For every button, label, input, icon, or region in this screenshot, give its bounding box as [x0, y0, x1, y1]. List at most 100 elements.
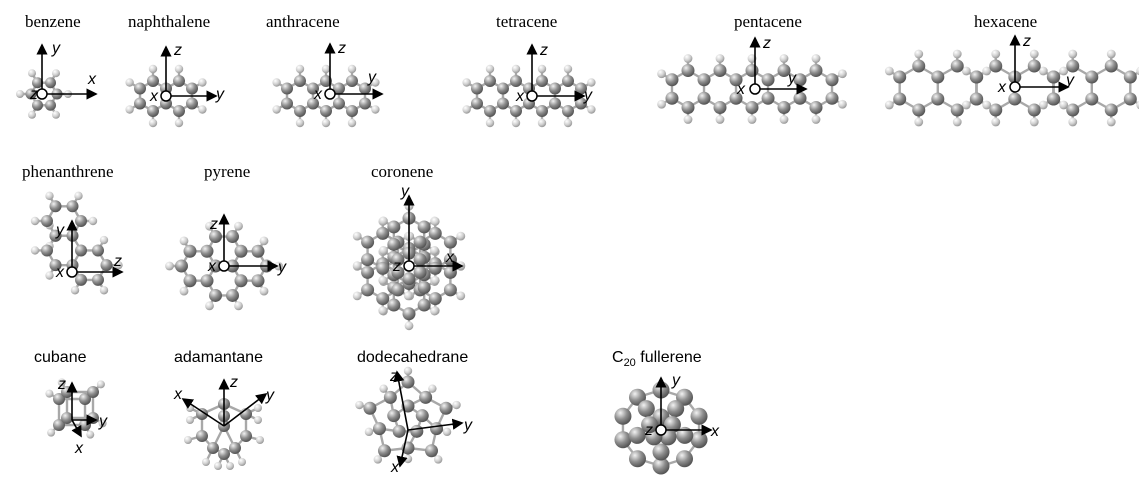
- phenanthrene-carbon-atom: [49, 229, 62, 242]
- hexacene-hydrogen-atom: [991, 49, 1001, 59]
- coronene-carbon-atom: [443, 235, 457, 249]
- anthracene-hydrogen-atom: [371, 105, 380, 114]
- hexacene-hydrogen-atom: [1068, 117, 1078, 127]
- pentacene-label: pentacene: [734, 12, 802, 31]
- phenanthrene-carbon-atom: [66, 200, 79, 213]
- tetracene-carbon-atom: [471, 97, 484, 110]
- phenanthrene-axes: y z x: [55, 219, 124, 281]
- pentacene-carbon-atom: [665, 73, 679, 87]
- pyrene-hydrogen-atom: [205, 301, 214, 311]
- benzene-hydrogen-atom: [52, 110, 60, 119]
- hexacene-carbon-atom: [970, 92, 984, 106]
- cubane-molecule: [45, 378, 107, 439]
- tetracene-hydrogen-atom: [587, 105, 596, 114]
- phenanthrene-axis-up-label: y: [55, 222, 65, 239]
- adamantane-carbon-atom: [196, 408, 208, 420]
- coronene-carbon-atom: [361, 283, 375, 297]
- dodecahedrane-carbon-atom: [372, 422, 386, 436]
- pentacene-axis-origin-label: x: [736, 81, 746, 98]
- hexacene-hydrogen-atom: [1068, 49, 1078, 59]
- benzene-carbon-atom: [45, 77, 56, 89]
- benzene-carbon-atom: [32, 77, 43, 89]
- coronene-carbon-atom: [387, 237, 401, 251]
- naphthalene-carbon-atom: [147, 105, 159, 117]
- pentacene-axes: z y x: [736, 35, 808, 98]
- dodecahedrane-hydrogen-atom: [373, 455, 383, 464]
- adamantane-carbon-atom: [229, 442, 241, 454]
- benzene-hydrogen-atom: [28, 69, 36, 78]
- benzene-label: benzene: [25, 12, 81, 31]
- hexacene-hydrogen-atom: [1038, 66, 1048, 76]
- adamantane-hydrogen-atom: [202, 458, 210, 466]
- tetracene-hydrogen-atom: [587, 78, 596, 87]
- adamantane-molecule: [184, 398, 264, 470]
- hexacene-hydrogen-atom: [1136, 66, 1139, 76]
- coronene-hydrogen-atom: [352, 291, 362, 301]
- tetracene-carbon-atom: [510, 105, 522, 117]
- benzene-carbon-atom: [32, 99, 43, 111]
- anthracene-carbon-atom: [332, 82, 345, 95]
- hexacene-hydrogen-atom: [1106, 49, 1116, 59]
- c20-carbon-atom: [628, 450, 646, 468]
- dodecahedrane-hydrogen-atom: [355, 400, 364, 410]
- cubane-hydrogen-atom: [86, 430, 95, 439]
- hexacene-hydrogen-atom: [884, 66, 894, 76]
- benzene-axis-origin-label: z: [29, 86, 38, 103]
- tetracene-label: tetracene: [496, 12, 557, 31]
- anthracene-axis-origin-label: x: [313, 86, 323, 103]
- tetracene-hydrogen-atom: [563, 64, 573, 74]
- tetracene-carbon-atom: [510, 75, 522, 87]
- coronene-hydrogen-atom: [379, 246, 388, 255]
- c20-carbon-atom: [637, 400, 655, 418]
- hexacene-carbon-atom: [893, 70, 907, 84]
- pentacene-carbon-atom: [777, 64, 791, 77]
- naphthalene-hydrogen-atom: [198, 105, 207, 114]
- pentacene-carbon-atom: [777, 101, 791, 114]
- hexacene-hydrogen-atom: [982, 100, 992, 110]
- naphthalene-hydrogen-atom: [148, 64, 158, 74]
- c20-carbon-atom: [676, 450, 694, 468]
- hexacene-carbon-atom: [1008, 92, 1022, 106]
- anthracene-carbon-atom: [358, 97, 371, 110]
- tetracene-hydrogen-atom: [537, 64, 547, 74]
- coronene-hydrogen-atom: [352, 231, 362, 241]
- pyrene-hydrogen-atom: [165, 261, 174, 271]
- dodecahedrane-axis-up-arrow: [393, 370, 409, 431]
- pentacene-axis-up-label: z: [762, 35, 771, 52]
- axes-layer: y x z z y x z y x z y x: [29, 33, 1075, 476]
- tetracene-carbon-atom: [562, 75, 574, 87]
- tetracene-hydrogen-atom: [511, 118, 521, 128]
- pentacene-hydrogen-atom: [779, 115, 789, 124]
- adamantane-carbon-atom: [207, 442, 219, 454]
- dodecahedrane-axis-up-label: z: [389, 368, 398, 385]
- benzene-axis-origin-circle: [36, 88, 48, 100]
- coronene-carbon-atom: [443, 265, 457, 279]
- pyrene-carbon-atom: [234, 274, 248, 288]
- hexacene-carbon-atom: [1066, 103, 1080, 117]
- phenanthrene-axis-origin-label: x: [55, 264, 65, 281]
- hexacene-carbon-atom: [893, 92, 907, 106]
- pyrene-carbon-atom: [183, 274, 197, 288]
- adamantane-axes: x z y: [173, 374, 275, 427]
- phenanthrene-hydrogen-atom: [99, 235, 109, 245]
- tetracene-hydrogen-atom: [485, 118, 495, 128]
- pentacene-hydrogen-atom: [683, 54, 693, 63]
- dodecahedrane-hydrogen-atom: [403, 366, 413, 376]
- tetracene-axes: z y x: [515, 42, 593, 105]
- cubane-carbon-atom: [87, 412, 99, 424]
- coronene-carbon-atom: [361, 253, 375, 267]
- coronene-carbon-atom: [402, 272, 416, 286]
- phenanthrene-label: phenanthrene: [22, 162, 114, 181]
- cubane-carbon-atom: [53, 393, 65, 405]
- phenanthrene-carbon-atom: [100, 259, 113, 272]
- anthracene-carbon-atom: [320, 105, 332, 117]
- cubane-hydrogen-atom: [45, 389, 54, 398]
- pyrene-label: pyrene: [204, 162, 250, 181]
- coronene-carbon-atom: [391, 253, 405, 267]
- c20-carbon-atom: [667, 400, 685, 418]
- tetracene-hydrogen-atom: [485, 64, 495, 74]
- pyrene-carbon-atom: [175, 259, 188, 273]
- anthracene-carbon-atom: [294, 75, 306, 87]
- pentacene-carbon-atom: [761, 73, 775, 87]
